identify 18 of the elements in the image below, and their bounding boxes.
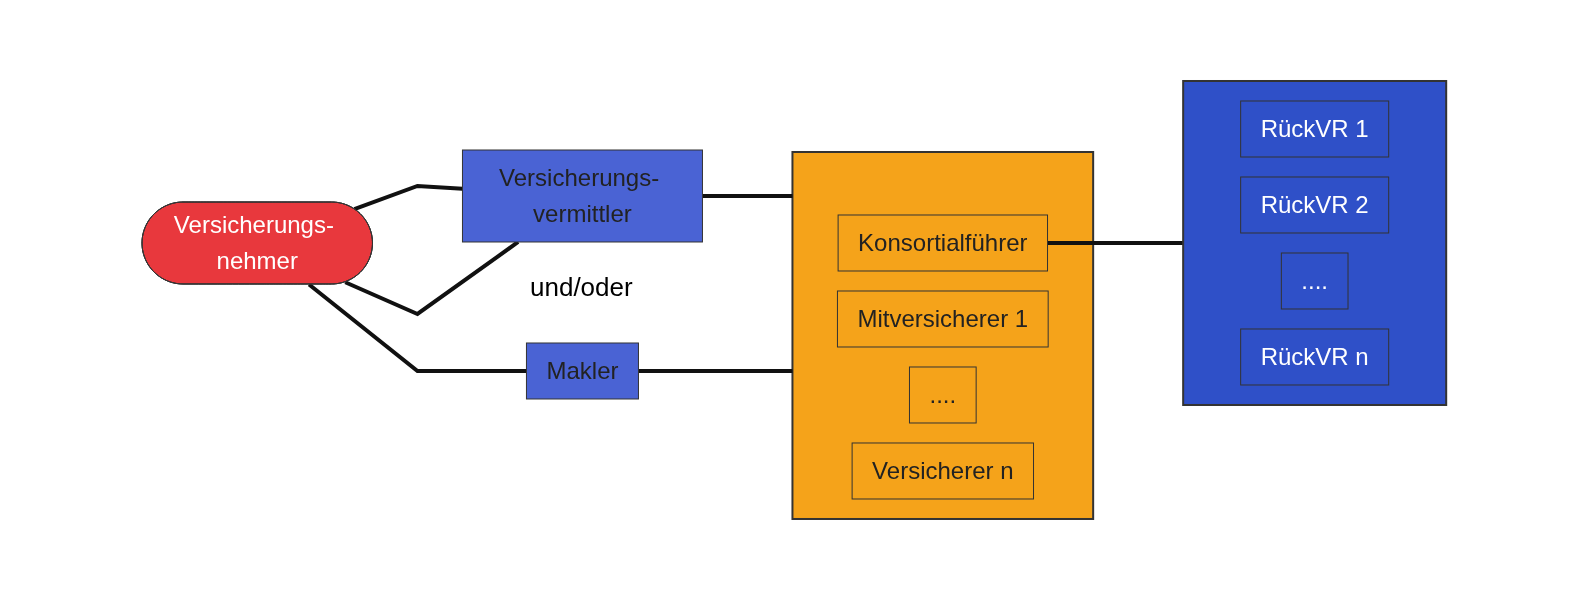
node-box: .... (1280, 252, 1349, 309)
node-box: Versicherungs- vermittler (461, 149, 703, 242)
cluster (1182, 79, 1448, 406)
node-box: Mitversicherer 1 (836, 290, 1049, 347)
connector (702, 193, 793, 198)
node-box: Konsortialführer (837, 214, 1048, 271)
node-box: RückVR n (1240, 328, 1390, 385)
text-label: und/oder (530, 272, 633, 303)
node-box: Makler (525, 342, 639, 399)
connector (1047, 240, 1184, 245)
cluster (791, 150, 1095, 520)
node-box: Versicherer n (851, 442, 1034, 499)
node-box: RückVR 2 (1240, 176, 1390, 233)
node-box: RückVR 1 (1240, 100, 1390, 157)
connector (353, 183, 463, 211)
connector (638, 368, 793, 373)
connector (307, 282, 527, 373)
node-box: .... (908, 366, 977, 423)
